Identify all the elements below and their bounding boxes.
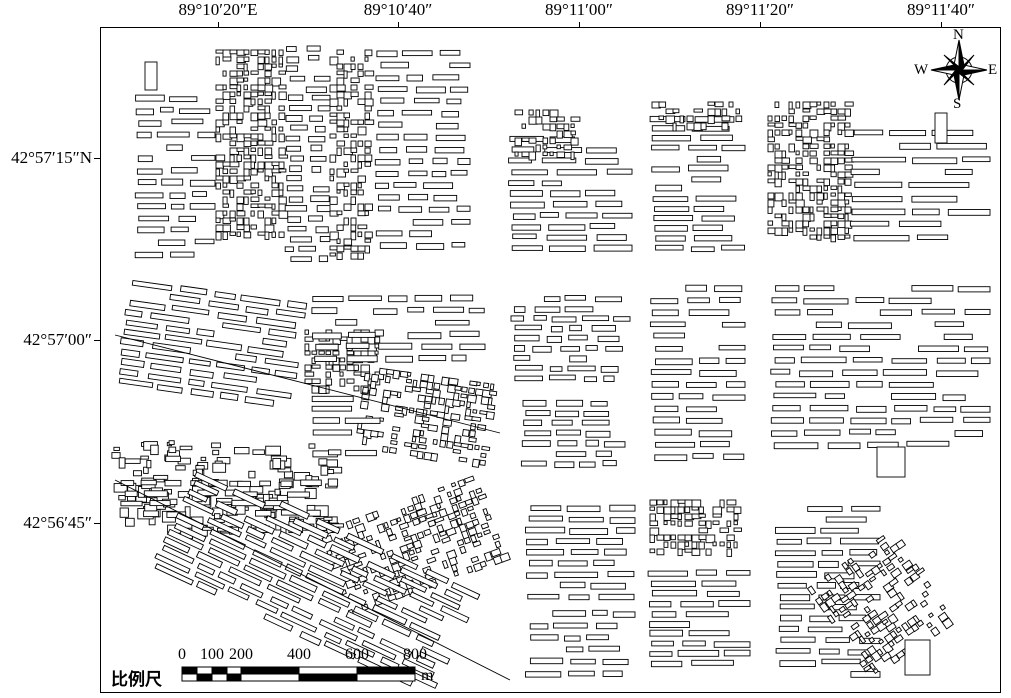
lat-tick (94, 340, 100, 341)
lon-tick (579, 22, 580, 28)
lon-tick (941, 22, 942, 28)
lat-tick (94, 158, 100, 159)
lon-label: 89°11′40″ (907, 0, 975, 19)
lon-tick (398, 22, 399, 28)
compass-w-label: W (914, 62, 929, 78)
lat-label: 42°57′00″ (23, 330, 92, 349)
scale-tick-label: 400 (287, 646, 311, 663)
scale-tick-label: 200 (229, 646, 253, 663)
map-frame (100, 27, 1001, 693)
lon-label: 89°11′20″ (726, 0, 794, 19)
scale-tick-label: 600 (345, 646, 369, 663)
lon-label: 89°10′20″E (178, 0, 258, 19)
lat-label: 42°56′45″ (23, 513, 92, 532)
scale-bar-unit: m (421, 667, 434, 684)
lat-label: 42°57′15″N (11, 148, 92, 167)
compass-e-label: E (988, 62, 998, 78)
compass-n-label: N (953, 27, 964, 43)
lat-tick (94, 523, 100, 524)
scale-tick-label: 0 (178, 646, 186, 663)
lon-tick (760, 22, 761, 28)
scale-tick-label: 100 (200, 646, 224, 663)
scale-bar-title: 比例尺 (111, 670, 162, 690)
compass-s-label: S (953, 96, 962, 112)
lon-label: 89°11′00″ (545, 0, 613, 19)
lon-tick (218, 22, 219, 28)
lon-label: 89°10′40″ (363, 0, 433, 19)
scale-tick-label: 800 (403, 646, 427, 663)
